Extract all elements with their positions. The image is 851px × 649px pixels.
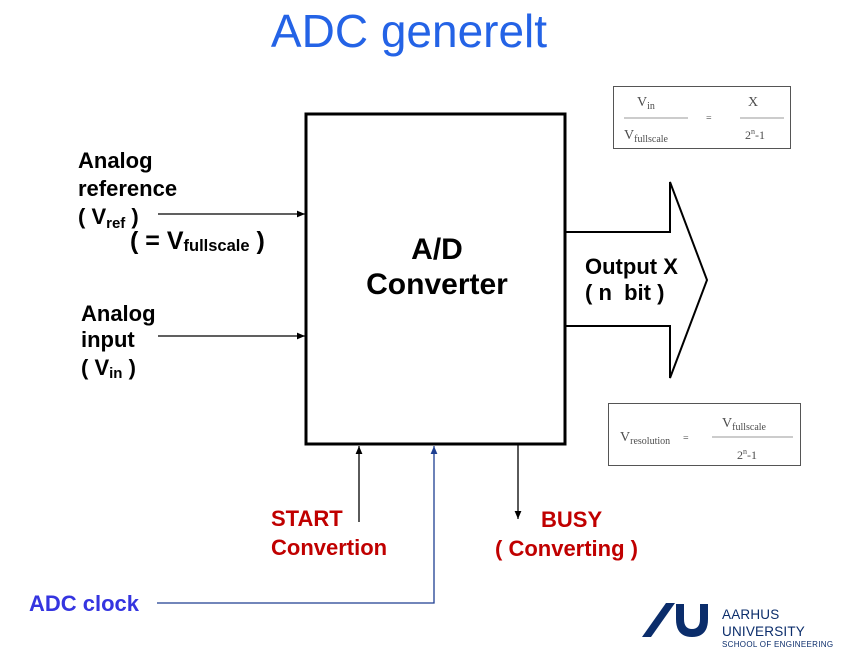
fullscale-note-sub: fullscale [184,237,250,255]
formula-resolution-lhs-base: V [620,430,630,445]
logo-text-line3: SCHOOL OF ENGINEERING [722,640,833,649]
reference-symbol-close: ) [125,204,138,229]
converter-label-line1: A/D [411,233,463,266]
converter-label-line2: Converter [366,268,508,301]
formula-resolution-den-rest: -1 [747,448,757,462]
output-label-line2: ( n bit ) [585,280,664,305]
formula-ratio-left-num-base: V [637,95,647,110]
reference-symbol: ( Vref ) [78,204,139,232]
formula-resolution-den-base: 2 [737,448,743,462]
logo-text-line1: AARHUS [722,607,779,622]
logo-text-line2: UNIVERSITY [722,624,805,639]
start-label-line2: Convertion [271,535,387,560]
converter-box [304,112,567,446]
formula-resolution-lhs: Vresolution [620,430,670,447]
aarhus-emblem-icon [642,603,708,637]
formula-ratio-left-den-sub: fullscale [634,134,668,145]
university-logo: AARHUS UNIVERSITY SCHOOL OF ENGINEERING [642,603,833,649]
reference-label-line2: reference [78,176,177,201]
reference-symbol-sub: ref [106,215,126,232]
formula-ratio-equals: = [706,113,712,124]
fullscale-note-open: ( = V [130,227,184,255]
input-symbol: ( Vin ) [81,355,136,382]
formula-resolution-num-base: V [722,416,732,431]
formula-resolution: Vresolution = Vfullscale 2n-1 [608,403,801,466]
input-symbol-sub: in [109,365,122,382]
busy-label-line2: ( Converting ) [495,536,638,561]
formula-resolution-den: 2n-1 [737,447,757,462]
formula-ratio-left-den: Vfullscale [624,128,669,145]
input-symbol-open: ( V [81,355,109,380]
output-arrow-shape [565,181,709,379]
formula-ratio-right-den-sup: n [751,127,755,136]
formula-resolution-equals: = [683,433,689,444]
input-label-line1: Analog [81,301,156,326]
formula-ratio-right-num: X [748,95,758,110]
input-symbol-close: ) [122,355,135,380]
formula-ratio-right-den: 2n-1 [745,127,765,142]
formula-resolution-den-sup: n [743,447,747,456]
formula-ratio-left-num-sub: in [647,101,655,112]
formula-resolution-lhs-sub: resolution [630,436,670,447]
formula-ratio-left-den-base: V [624,128,634,143]
formula-ratio-box [613,86,791,149]
formula-ratio-right-den-rest: -1 [755,128,765,142]
fullscale-note-close: ) [250,227,265,255]
formula-ratio-right-den-base: 2 [745,128,751,142]
fullscale-note: ( = Vfullscale ) [130,227,265,255]
busy-label-line1: BUSY [541,507,602,532]
formula-ratio-left-num: Vin [637,95,655,112]
reference-label-line1: Analog [78,148,153,173]
aarhus-emblem-arc [676,604,708,637]
formula-resolution-num-sub: fullscale [732,422,766,433]
input-label-line2: input [81,327,135,352]
slide-title: ADC generelt [271,5,547,57]
reference-symbol-open: ( V [78,204,106,229]
formula-resolution-num: Vfullscale [722,416,767,433]
clock-label: ADC clock [29,591,140,616]
output-label-line1: Output X [585,254,678,279]
formula-ratio: Vin Vfullscale = X 2n-1 [613,86,791,149]
start-label-line1: START [271,506,343,531]
aarhus-emblem-slash [642,603,675,637]
clock-line [157,446,438,604]
formula-resolution-box [608,403,801,466]
